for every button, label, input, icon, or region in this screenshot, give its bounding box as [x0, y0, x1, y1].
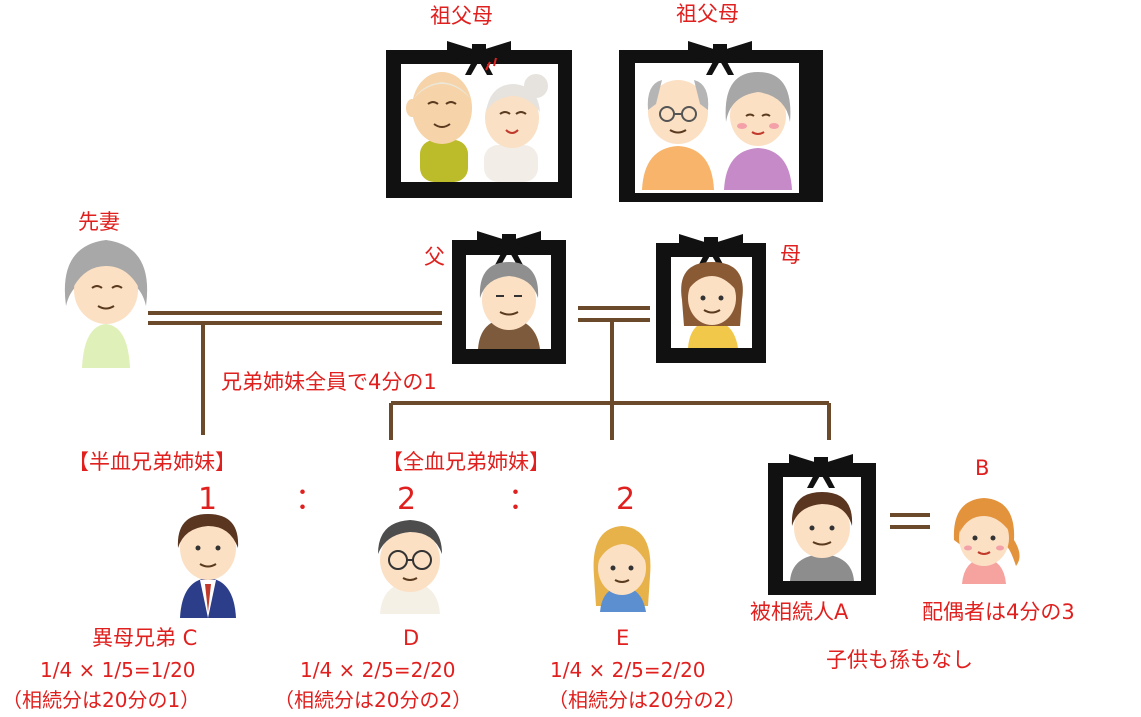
sibling-d-share: （相続分は20分の2）: [274, 688, 473, 712]
label-father: 父: [424, 245, 445, 269]
ratio-separator-2: ：: [508, 482, 538, 517]
sibling-e-share: （相続分は20分の2）: [548, 688, 747, 712]
sibling-e-avatar: [593, 526, 651, 612]
grandfather-avatar: [406, 72, 472, 182]
spouse-equals: [890, 513, 930, 529]
decedent-avatar: [790, 492, 854, 581]
label-grandparents-right: 祖父母: [676, 2, 739, 26]
sibling-e-formula: 1/4 × 2/5=2/20: [550, 658, 706, 682]
ratio-e: 2: [616, 482, 636, 517]
grandmother-avatar: [484, 57, 548, 182]
memorial-frame-mother: [656, 234, 766, 363]
full-blood-header: 【全血兄弟姉妹】: [382, 450, 550, 474]
spouse-b-avatar: [953, 498, 1020, 584]
sibling-e-name: E: [616, 626, 630, 650]
ratio-d: 2: [397, 482, 417, 517]
mother-avatar: [681, 262, 743, 348]
label-ex-wife: 先妻: [78, 210, 120, 234]
label-grandparents-left: 祖父母: [430, 4, 493, 28]
sibling-d-name: D: [403, 626, 420, 650]
ratio-separator-1: ：: [295, 482, 325, 517]
relationship-lines: [148, 306, 831, 440]
decedent-note: 子供も孫もなし: [826, 648, 973, 672]
sibling-c-share: （相続分は20分の1）: [2, 688, 201, 712]
label-decedent: 被相続人A: [750, 600, 849, 624]
memorial-frame-decedent: [768, 454, 876, 595]
sibling-c-avatar: [177, 514, 239, 618]
memorial-frame-grandparents-right: [619, 41, 823, 202]
sibling-c-name: 異母兄弟 C: [92, 626, 198, 650]
sibling-c-formula: 1/4 × 1/5=1/20: [40, 658, 196, 682]
half-blood-header: 【半血兄弟姉妹】: [68, 450, 236, 474]
label-spouse: B: [975, 456, 990, 480]
label-mother: 母: [780, 243, 801, 267]
sibling-d-formula: 1/4 × 2/5=2/20: [300, 658, 456, 682]
memorial-frame-grandparents-left: [386, 41, 572, 198]
siblings-share-text: 兄弟姉妹全員で4分の1: [221, 370, 437, 394]
memorial-frame-father: [452, 231, 566, 364]
ex-wife-avatar: [64, 240, 148, 368]
spouse-share-text: 配偶者は4分の3: [922, 600, 1075, 624]
father-avatar: [478, 262, 540, 349]
grandmother-avatar: [724, 72, 792, 190]
sibling-d-avatar: [378, 520, 442, 614]
ratio-c: 1: [198, 482, 218, 517]
grandfather-avatar: [642, 80, 714, 190]
